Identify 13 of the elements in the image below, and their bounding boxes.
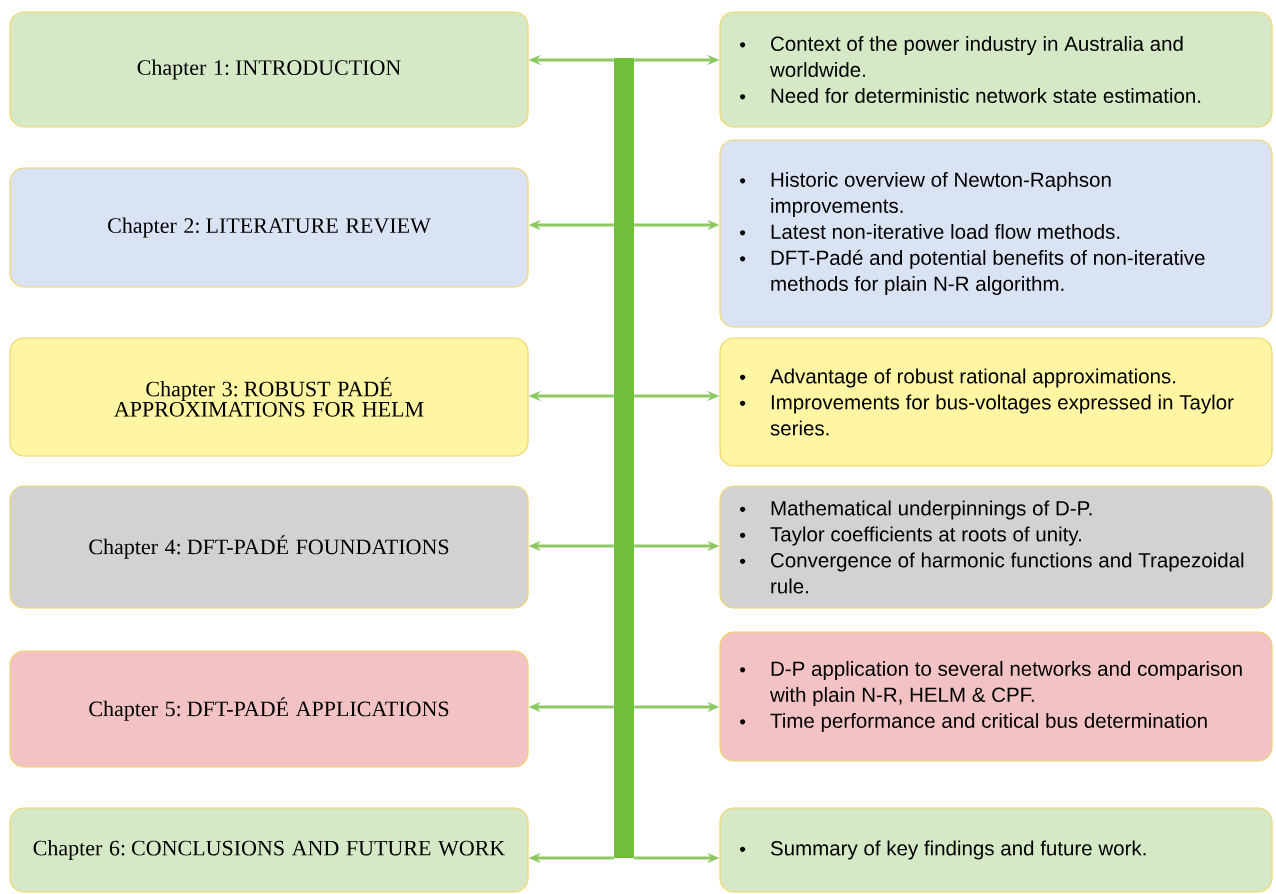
summary-box: Historic overview of Newton-Raphson improvements. Latest non-iterative load flow methods. DFT-Padé and potential benefits of non-iterative methods for plain N-R algorithm. <box>719 139 1273 328</box>
chapter-box: Chapter 5: DFT-PADÉ APPLICATIONS <box>9 650 529 768</box>
summary-box: Context of the power industry in Australia and worldwide. Need for deterministic network state estimation. <box>719 11 1273 128</box>
chapter-box: Chapter 1: INTRODUCTION <box>9 11 529 128</box>
summary-box: Mathematical underpinnings of D-P. Taylor coefficients at roots of unity. Convergence of harmonic functions and Trapezoidal rule. <box>719 485 1273 609</box>
chapter-box: Chapter 2: LITERATURE REVIEW <box>9 167 529 288</box>
summary-box: Advantage of robust rational approximations. Improvements for bus-voltages expressed in Taylor series. <box>719 337 1273 467</box>
chapter-box: Chapter 6: CONCLUSIONS AND FUTURE WORK <box>9 807 529 893</box>
chapter-box: Chapter 3: ROBUST PADÉ APPROXIMATIONS FOR HELM <box>9 337 529 457</box>
chapter-box: Chapter 4: DFT-PADÉ FOUNDATIONS <box>9 485 529 609</box>
summary-box: Summary of key findings and future work. <box>719 807 1273 893</box>
connector-bar <box>614 58 634 858</box>
summary-box: D-P application to several networks and comparison with plain N-R, HELM & CPF. Time performance and critical bus determination <box>719 631 1273 762</box>
